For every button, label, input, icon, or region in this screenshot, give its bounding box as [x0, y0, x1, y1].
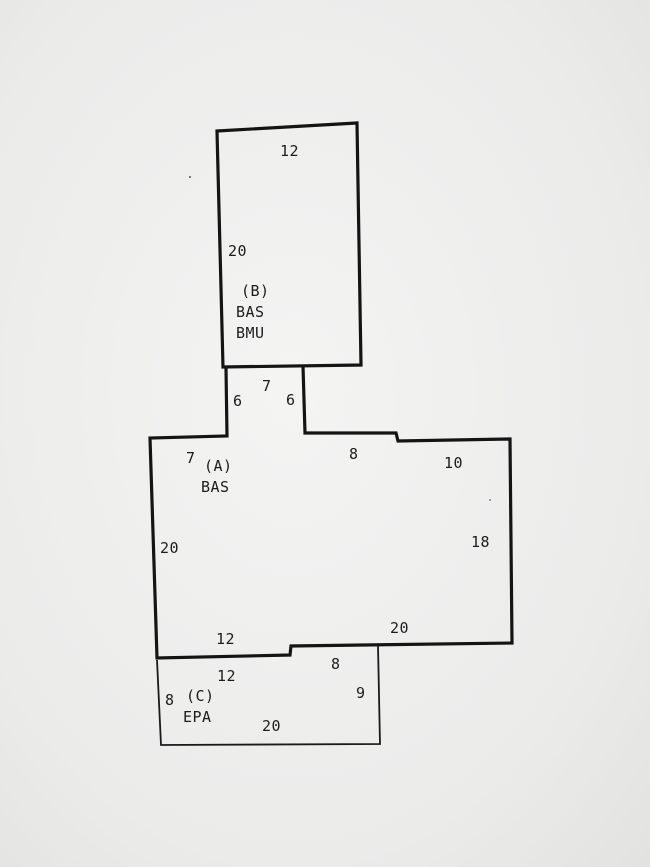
section-a-tag: (A) [204, 457, 233, 475]
dim-connector-left: 6 [233, 392, 243, 410]
section-c-tag: (C) [186, 687, 215, 705]
dim-a-right: 18 [471, 533, 491, 551]
section-b-code-2: BMU [236, 324, 265, 342]
dim-b-top: 12 [280, 142, 300, 160]
section-a-code-1: BAS [201, 478, 230, 496]
section-c-outline [156, 645, 381, 746]
dim-c-left: 8 [165, 691, 175, 709]
section-b-outline [215, 121, 363, 369]
section-c-code-1: EPA [183, 708, 212, 726]
dim-a-top-right: 10 [444, 454, 464, 472]
section-c-label: (C) EPA [183, 686, 215, 728]
dim-a-bottom-right: 20 [390, 619, 410, 637]
dim-a-top-left: 7 [186, 449, 196, 467]
stray-mark [189, 176, 191, 178]
dim-c-right: 9 [356, 684, 366, 702]
dim-a-bottom-left: 12 [216, 630, 236, 648]
dim-connector-top: 7 [262, 377, 272, 395]
dim-a-left: 20 [160, 539, 180, 557]
stray-mark [489, 499, 491, 501]
dim-connector-right: 6 [286, 391, 296, 409]
dim-a-top-mid: 8 [349, 445, 359, 463]
dim-c-top-left: 12 [217, 667, 237, 685]
section-b-code-1: BAS [236, 303, 265, 321]
dim-c-bottom: 20 [262, 717, 282, 735]
section-b-label: (B) BAS BMU [236, 281, 270, 344]
section-a-outline [148, 365, 514, 660]
dim-c-top-right: 8 [331, 655, 341, 673]
dim-b-left: 20 [228, 242, 248, 260]
section-b-tag: (B) [241, 282, 270, 300]
section-a-label: (A) BAS [201, 456, 233, 498]
